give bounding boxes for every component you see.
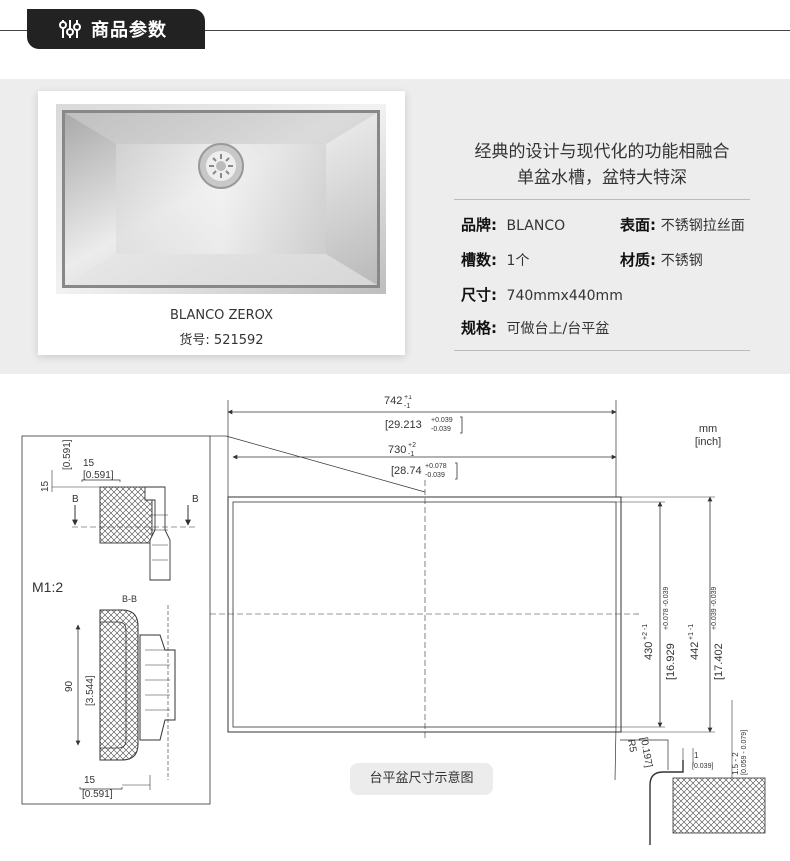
dim-tol: -0.039 — [431, 426, 451, 433]
dim-tol: -1 — [404, 403, 410, 410]
spec-size: 尺寸: 740mmx440mm — [461, 284, 623, 305]
gap-label-inch: [0.039] — [692, 763, 713, 770]
dim-inner-height-mm: 430 — [643, 642, 655, 660]
depth-range-inch: [0.059 - 0.079] — [741, 730, 748, 775]
flange-width: 15 — [83, 458, 95, 469]
detail-leader — [225, 435, 426, 493]
dim-tol: +1 -1 — [688, 624, 695, 640]
dim-tol: -1 — [408, 451, 414, 458]
spec-surface: 表面: 不锈钢拉丝面 — [620, 214, 745, 235]
dim-outer-width-mm: 742 — [384, 395, 402, 407]
spec-label: 表面: — [620, 216, 656, 234]
spec-install: 规格: 可做台上/台平盆 — [461, 317, 609, 338]
dim-outer-width-inch: [29.213 — [385, 419, 422, 431]
dim-inner-width-inch: [28.74 — [391, 465, 422, 477]
spec-brand: 品牌: BLANCO — [461, 214, 565, 235]
spec-value: BLANCO — [506, 218, 566, 234]
depth-range: 1.5 - 2 — [731, 752, 740, 775]
spec-value: 1个 — [506, 253, 530, 269]
side-height: 90 — [64, 680, 75, 692]
dim-inner-height-inch: [16.929 — [665, 643, 677, 680]
dim-tol: +1 — [404, 395, 412, 401]
gap-label: 1 — [694, 751, 699, 760]
dim-tol: +2 -1 — [642, 624, 649, 640]
product-sku: 货号: 521592 — [179, 333, 264, 348]
dim-outer-height-inch: [17.402 — [713, 643, 725, 680]
spec-label: 槽数: — [461, 251, 497, 269]
drawing-scale: M1:2 — [32, 579, 63, 595]
intro-line-1: 经典的设计与现代化的功能相融合 — [474, 142, 730, 162]
section-title: 商品参数 — [91, 20, 167, 41]
flange-height-inch: [0.591] — [62, 439, 73, 470]
sink-outer-outline — [227, 496, 622, 733]
spec-label: 规格: — [461, 319, 497, 337]
bottom-width-inch: [0.591] — [82, 789, 113, 800]
spec-bowls: 槽数: 1个 — [461, 249, 529, 270]
spec-label: 材质: — [620, 251, 656, 269]
spec-value: 不锈钢拉丝面 — [660, 218, 745, 234]
sink-flange-detail — [144, 486, 171, 581]
dim-outer-height-mm: 442 — [689, 642, 701, 660]
radius-label: R5 — [625, 739, 638, 754]
spec-value: 可做台上/台平盆 — [506, 321, 610, 337]
section-label: B-B — [122, 594, 137, 604]
unit-mm: mm — [699, 423, 717, 435]
section-header: 商品参数 — [0, 0, 790, 62]
section-marker-right: B — [192, 494, 199, 505]
dim-inner-width-mm: 730 — [388, 444, 406, 456]
radius-label-inch: [0.197] — [638, 736, 654, 768]
spec-value: 不锈钢 — [660, 253, 703, 269]
side-height-inch: [3.544] — [85, 675, 96, 706]
countertop-section-bb — [99, 609, 139, 761]
spec-value: 740mmx440mm — [506, 288, 623, 304]
radius-leader — [614, 726, 617, 781]
spec-material: 材质: 不锈钢 — [620, 249, 703, 270]
detail-frame — [21, 435, 211, 805]
product-name: BLANCO ZEROX — [170, 308, 273, 323]
dim-tol: +0.078 -0.039 — [663, 586, 670, 630]
divider-bottom — [454, 350, 750, 351]
dim-tol: +0.039 — [431, 417, 453, 424]
stainless-steel-sink-photo — [56, 104, 386, 294]
drawing-caption: 台平盆尺寸示意图 — [350, 763, 493, 795]
sink-clip-section — [139, 634, 176, 741]
section-title-badge: 商品参数 — [27, 9, 205, 49]
flange-width-inch: [0.591] — [83, 470, 114, 481]
bottom-width: 15 — [84, 775, 96, 786]
section-marker-left: B — [72, 494, 79, 505]
header-rule — [0, 30, 790, 31]
flange-height: 15 — [40, 480, 51, 492]
countertop-hatch-top — [99, 486, 153, 544]
product-card: BLANCO ZEROX 货号: 521592 — [38, 91, 405, 355]
spec-label: 尺寸: — [461, 286, 497, 304]
product-info-band: BLANCO ZEROX 货号: 521592 经典的设计与现代化的功能相融合 … — [0, 79, 790, 374]
dim-tol: +0.039 -0.039 — [711, 586, 718, 630]
sink-edge-profile — [649, 760, 684, 845]
dim-tol: -0.039 — [425, 472, 445, 479]
dim-tol: +0.078 — [425, 463, 447, 470]
divider-top — [454, 199, 750, 200]
settings-sliders-icon — [59, 20, 81, 38]
unit-inch: [inch] — [695, 436, 721, 448]
dimension-drawing: mm [inch] 742 +1 -1 [29.213 +0.039 -0.03… — [21, 395, 766, 845]
countertop-section — [672, 777, 766, 834]
dim-tol: +2 — [408, 442, 416, 449]
spec-label: 品牌: — [461, 216, 497, 234]
intro-line-2: 单盆水槽，盆特大特深 — [517, 168, 687, 188]
sink-inner-outline — [232, 501, 617, 728]
